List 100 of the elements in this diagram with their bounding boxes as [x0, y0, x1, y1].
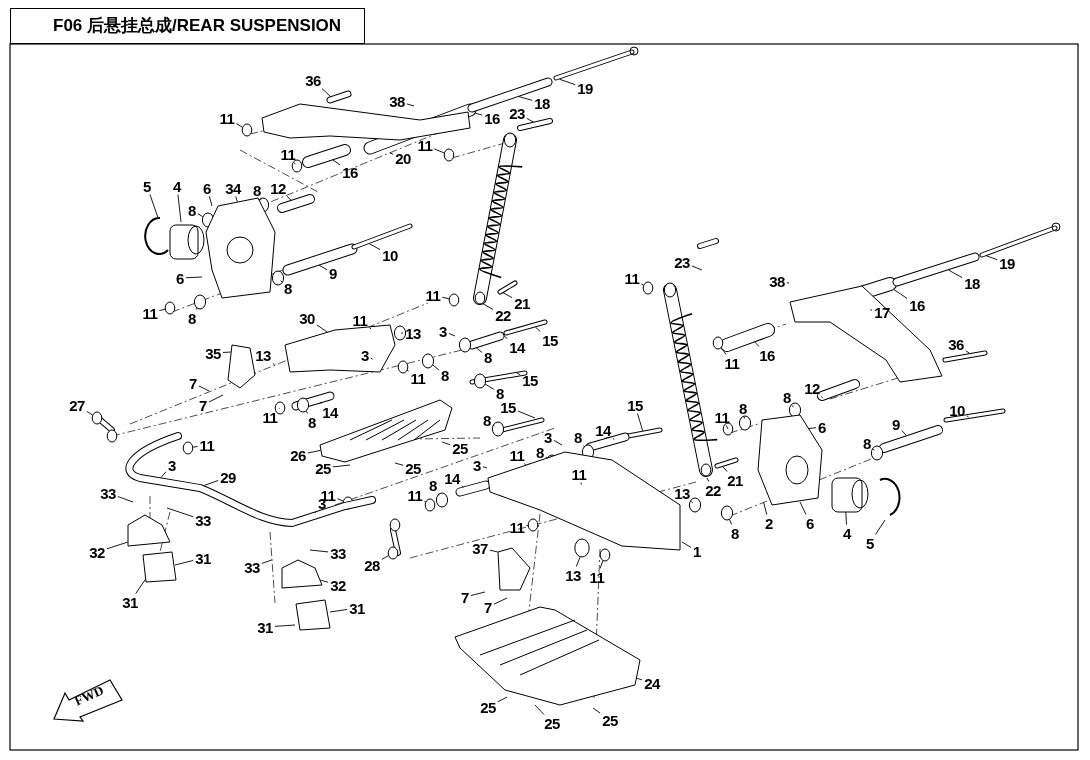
- leader-line: [526, 117, 534, 123]
- callout-number: 8: [483, 349, 493, 365]
- leader-line: [261, 559, 273, 564]
- callout-number: 11: [198, 437, 216, 453]
- callout-number: 8: [573, 429, 583, 445]
- leader-line: [432, 364, 440, 371]
- callout-number: 5: [865, 535, 875, 551]
- leader-line: [174, 560, 194, 566]
- leader-line: [493, 597, 508, 605]
- leader-line: [208, 196, 213, 207]
- leader-line: [575, 556, 581, 567]
- leader-line: [706, 477, 710, 482]
- callout-number: 16: [758, 347, 776, 363]
- callout-number: 25: [404, 460, 422, 476]
- callout-number: 15: [521, 372, 539, 388]
- callout-number: 13: [673, 485, 691, 501]
- callout-number: 11: [141, 305, 159, 321]
- direction-label: FWD: [72, 682, 107, 710]
- leader-line: [875, 519, 886, 535]
- callout-number: 6: [817, 419, 827, 435]
- callout-number: 31: [121, 594, 139, 610]
- callout-number: 7: [198, 397, 208, 413]
- leader-line: [599, 560, 604, 569]
- callout-number: 22: [704, 482, 722, 498]
- leader-line: [690, 501, 694, 504]
- leader-line: [332, 464, 351, 468]
- leader-line: [259, 198, 262, 201]
- callout-number: 33: [329, 545, 347, 561]
- leader-line: [307, 449, 322, 454]
- leader-line: [461, 485, 464, 488]
- callout-number: 27: [68, 397, 86, 413]
- diagram-title: F06 后悬挂总成/REAR SUSPENSION: [10, 8, 365, 44]
- callout-number: 14: [594, 422, 612, 438]
- callout-number: 8: [482, 412, 492, 428]
- callout-number: 21: [726, 472, 744, 488]
- leader-line: [329, 609, 348, 613]
- leader-line: [400, 332, 404, 334]
- callout-number: 14: [443, 470, 461, 486]
- callout-number: 28: [363, 557, 381, 573]
- leader-line: [274, 624, 296, 627]
- leader-line: [681, 541, 692, 548]
- leader-line: [965, 350, 970, 354]
- callout-number: 3: [360, 347, 370, 363]
- callout-number: 13: [564, 567, 582, 583]
- callout-number: 1: [692, 543, 702, 559]
- callout-number: 16: [908, 297, 926, 313]
- callout-number: 6: [805, 515, 815, 531]
- callout-number: 8: [440, 367, 450, 383]
- leader-line: [441, 441, 451, 446]
- leader-line: [406, 369, 409, 372]
- leader-line: [754, 341, 760, 347]
- callout-number: 33: [99, 485, 117, 501]
- leader-line: [722, 466, 728, 472]
- leader-line: [489, 549, 499, 553]
- callout-number: 6: [175, 270, 185, 286]
- callout-number: 16: [341, 164, 359, 180]
- callout-number: 30: [298, 310, 316, 326]
- callout-number: 10: [381, 247, 399, 263]
- callout-number: 11: [351, 312, 369, 328]
- leader-line: [195, 307, 198, 310]
- callout-number: 11: [723, 355, 741, 371]
- leader-line: [503, 335, 508, 339]
- leader-line: [320, 579, 329, 583]
- leader-line: [482, 466, 488, 469]
- callout-number: 10: [948, 402, 966, 418]
- leader-line: [235, 196, 238, 203]
- callout-number: 8: [187, 310, 197, 326]
- callout-number: 11: [508, 519, 526, 535]
- leader-line: [272, 363, 276, 366]
- callout-number: 19: [998, 255, 1016, 271]
- callout-number: 11: [261, 409, 279, 425]
- callout-number: 32: [329, 577, 347, 593]
- callout-number: 23: [673, 254, 691, 270]
- leader-line: [280, 280, 283, 283]
- callout-number: 11: [279, 146, 297, 162]
- callout-number: 8: [782, 389, 792, 405]
- callout-number: 11: [588, 569, 606, 585]
- leader-line: [808, 427, 817, 430]
- leader-line: [502, 292, 513, 299]
- leader-line: [723, 350, 727, 355]
- leader-line: [222, 351, 232, 353]
- callout-number: 11: [424, 287, 442, 303]
- callout-number: 19: [576, 80, 594, 96]
- leader-line: [497, 696, 508, 703]
- callout-number: 7: [460, 589, 470, 605]
- callout-number: 22: [494, 307, 512, 323]
- callout-number: 36: [304, 72, 322, 88]
- callout-number: 37: [471, 540, 489, 556]
- callout-number: 8: [730, 525, 740, 541]
- leader-line: [725, 425, 729, 430]
- leader-line: [332, 159, 341, 166]
- callout-number: 11: [406, 487, 424, 503]
- callout-number: 7: [483, 599, 493, 615]
- leader-line: [640, 283, 644, 286]
- callout-number: 7: [188, 375, 198, 391]
- callout-number: 8: [862, 435, 872, 451]
- leader-line: [370, 357, 374, 360]
- leader-line: [791, 405, 794, 408]
- leader-line: [406, 103, 415, 107]
- leader-line: [117, 496, 134, 503]
